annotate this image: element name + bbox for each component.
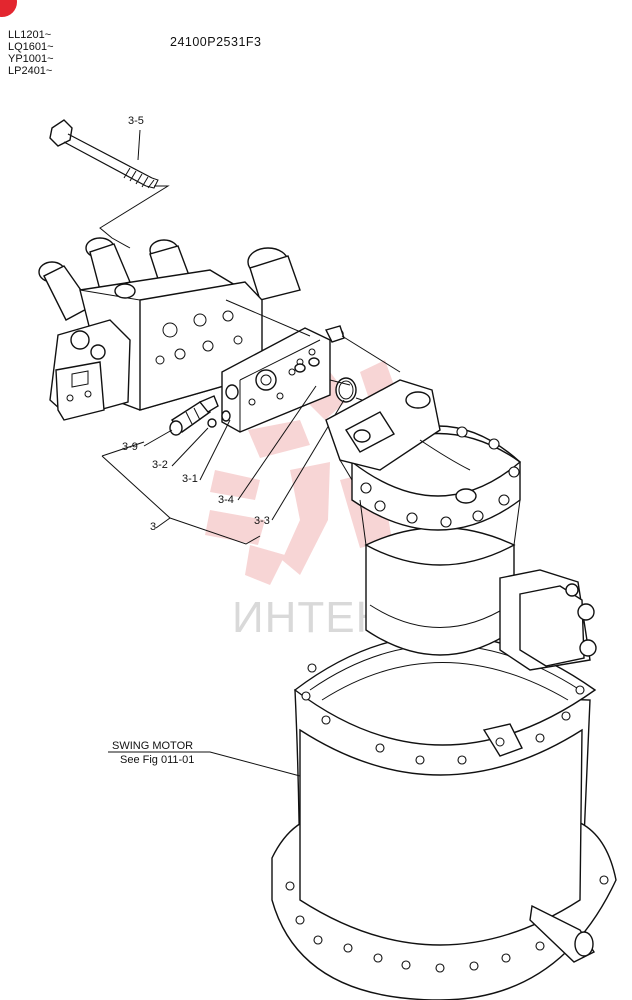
callout-3-5: 3-5 [128,115,144,127]
swing-motor [271,379,617,1000]
callout-3-2: 3-2 [152,459,168,471]
callout-3-3: 3-3 [254,515,270,527]
serial-list: LL1201~ LQ1601~ YP1001~ LP2401~ [8,29,54,77]
watermark-text: ИНТЕК [232,593,382,642]
serial-1: LL1201~ [8,29,51,41]
swing-motor-title: SWING MOTOR [112,740,193,752]
part-code: 24100P2531F3 [170,35,262,49]
callout-3-1: 3-1 [182,473,198,485]
adapter-plate [221,325,345,433]
callout-3: 3 [150,521,156,533]
bolt-3-5 [49,119,159,189]
control-valve [38,237,301,421]
plug-3-9 [169,395,219,436]
callout-3-4: 3-4 [218,494,234,506]
serial-2: LQ1601~ [8,41,54,53]
swing-motor-ref: See Fig 011-01 [120,754,194,766]
corner-badge [0,0,17,17]
serial-4: LP2401~ [8,65,52,77]
serial-3: YP1001~ [8,53,54,65]
